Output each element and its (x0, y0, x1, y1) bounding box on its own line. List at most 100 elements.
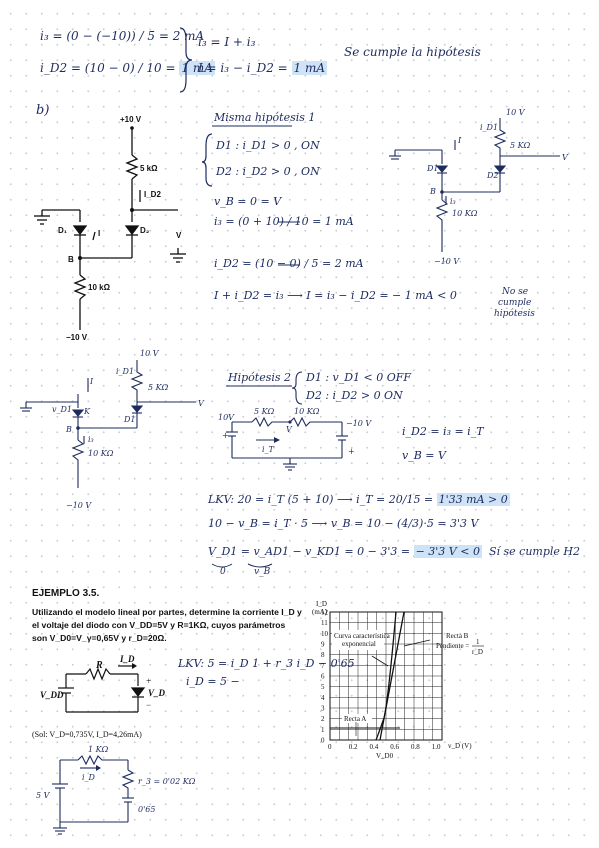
ex-lkv2: i_D = 5 − (186, 675, 240, 688)
h2-l3: V_D1 = v_AD1 − v_KD1 = 0 − 3'3 = − 3'3 V… (208, 545, 580, 558)
partb-i: I (98, 229, 100, 238)
partb-node-v (130, 208, 134, 212)
x-tick-label: 0.2 (349, 743, 358, 751)
h2-id1: i_D1 (116, 367, 134, 376)
h2-r2: v_B = V (402, 449, 446, 462)
h2-title: Hipótesis 2 (228, 371, 292, 384)
y-tick-label: 6 (321, 673, 325, 681)
partb-h2: D2 : i_D2 > 0 , ON (216, 165, 320, 178)
graph-vd0: V_D0 (376, 752, 394, 760)
bottom-id: i_D (82, 773, 96, 782)
no-cumple-2: cumple (498, 298, 532, 308)
graph-xlabel: v_D (V) (448, 742, 472, 750)
h2-v: V (198, 399, 205, 408)
h2-i3: i₃ (88, 435, 94, 444)
curve-pointer (371, 655, 389, 667)
x-tick-label: 0.8 (411, 743, 420, 751)
no-cumple-1: No se (502, 287, 529, 297)
pendiente-label: Pendiente = (436, 642, 469, 650)
eq-I-text: I = i₃ − i_D2 = (198, 61, 288, 75)
partb-brace (201, 133, 213, 187)
curve-label-1: Curva característica (334, 632, 391, 640)
sk-node-b (440, 190, 444, 194)
series-arrow (274, 437, 280, 443)
h2-r1: i_D2 = i₃ = i_T (402, 425, 484, 438)
partb-v: V (176, 231, 182, 240)
partb-b: B (68, 255, 74, 264)
bottom-vd: 0'65 (138, 805, 155, 814)
top-brace (179, 27, 193, 93)
partb-circuit (34, 128, 186, 330)
id-arrow (132, 663, 137, 669)
ex-minus: − (146, 700, 152, 710)
ex-plus: + (146, 676, 152, 686)
sk-d2: D2 (486, 171, 499, 180)
y-tick-label: 7 (321, 662, 325, 670)
partb-h1: D1 : i_D1 > 0 , ON (216, 139, 320, 152)
sk-i3: i₃ (450, 197, 456, 206)
eq-i3: i₃ = (0 − (−10)) / 5 = 2 mA (40, 29, 205, 43)
bottom-circuit (52, 754, 135, 835)
x-tick-label: 0 (328, 743, 332, 751)
example-title: EJEMPLO 3.5. (32, 588, 100, 599)
h2-vbot: −10 V (66, 501, 92, 510)
h2-i: I (89, 377, 94, 386)
partb-label: b) (36, 103, 50, 118)
y-tick-label: 3 (321, 705, 325, 713)
sk-r2: 10 KΩ (452, 209, 478, 218)
h2-brace (291, 371, 303, 405)
eq-id2-text: i_D2 = (10 − 0) / 10 = (40, 61, 176, 75)
y-tick-label: 11 (321, 619, 328, 627)
partb-l3: i_D2 = (10 − 0) / 5 = 2 mA (214, 257, 364, 270)
series-it: i_T (262, 445, 275, 454)
recta-a-label: Recta A (344, 715, 366, 723)
h2-k: K (83, 407, 91, 416)
eq-id2: i_D2 = (10 − 0) / 10 = 1 mA (40, 61, 215, 75)
ex-lkv: LKV: 5 = i_D 1 + r_3 i_D − 0'65 (178, 657, 355, 670)
h2-h1: D1 : v_D1 < 0 OFF (306, 371, 412, 384)
series-r1: 5 KΩ (254, 407, 275, 416)
y-tick-label: 10 (321, 630, 329, 638)
sk-vtop: 10 V (506, 108, 526, 117)
example-paragraph: Utilizando el modelo lineal por partes, … (32, 607, 302, 643)
underbrace-2 (247, 563, 273, 568)
partb-r1: 5 kΩ (140, 164, 158, 173)
h2-lkv: LKV: 20 = i_T (5 + 10) ⟶ i_T = 20/15 = 1… (208, 493, 510, 506)
under-vb: v_B (254, 567, 271, 577)
partb-title: Misma hipótesis 1 (214, 111, 316, 124)
partb-d1: D₁ (58, 226, 68, 235)
graph-ylabel: I_D (316, 600, 327, 608)
h2-b: B (65, 425, 72, 434)
eq-I-value: 1 mA (291, 61, 328, 75)
partb-vbot: −10 V (66, 333, 88, 342)
ex-vdd: V_DD (40, 690, 64, 700)
example-circuit (58, 665, 146, 713)
rectab-label: Recta B (446, 632, 469, 640)
partb-l1: v_B = 0 = V (214, 195, 282, 208)
partb-r2: 10 kΩ (88, 283, 111, 292)
h2-vtop: 10 V (140, 349, 160, 358)
partb-node-b (78, 256, 82, 260)
h2-d1: D1 (123, 415, 136, 424)
x-tick-label: 1.0 (432, 743, 441, 751)
frac-num: 1 (476, 638, 480, 646)
series-plus-left: + (222, 431, 229, 440)
y-tick-label: 1 (321, 726, 325, 734)
ex-id: I_D (120, 654, 135, 664)
hypothesis-ok-note: Se cumple la hipótesis (344, 45, 481, 59)
under-0: 0 (220, 567, 226, 577)
partb-d2: D₂ (140, 226, 150, 235)
h2-r1: 5 KΩ (148, 383, 169, 392)
h2-node-b (76, 426, 80, 430)
sk-r1: 5 KΩ (510, 141, 531, 150)
series-nodev: V (286, 425, 293, 434)
partb-l4: I + i_D2 = i₃ ⟶ I = i₃ − i_D2 = − 1 mA <… (214, 289, 457, 302)
sk-v: V (562, 153, 569, 162)
graph-yunit: (mA) (312, 608, 328, 616)
h2-lkv-text: LKV: 20 = i_T (5 + 10) ⟶ i_T = 20/15 = (208, 493, 434, 506)
y-tick-label: 4 (321, 694, 325, 702)
sk-vbot: −10 V (434, 257, 460, 266)
ex-vd: V_D (148, 688, 166, 698)
bottom-v: 5 V (36, 791, 51, 800)
